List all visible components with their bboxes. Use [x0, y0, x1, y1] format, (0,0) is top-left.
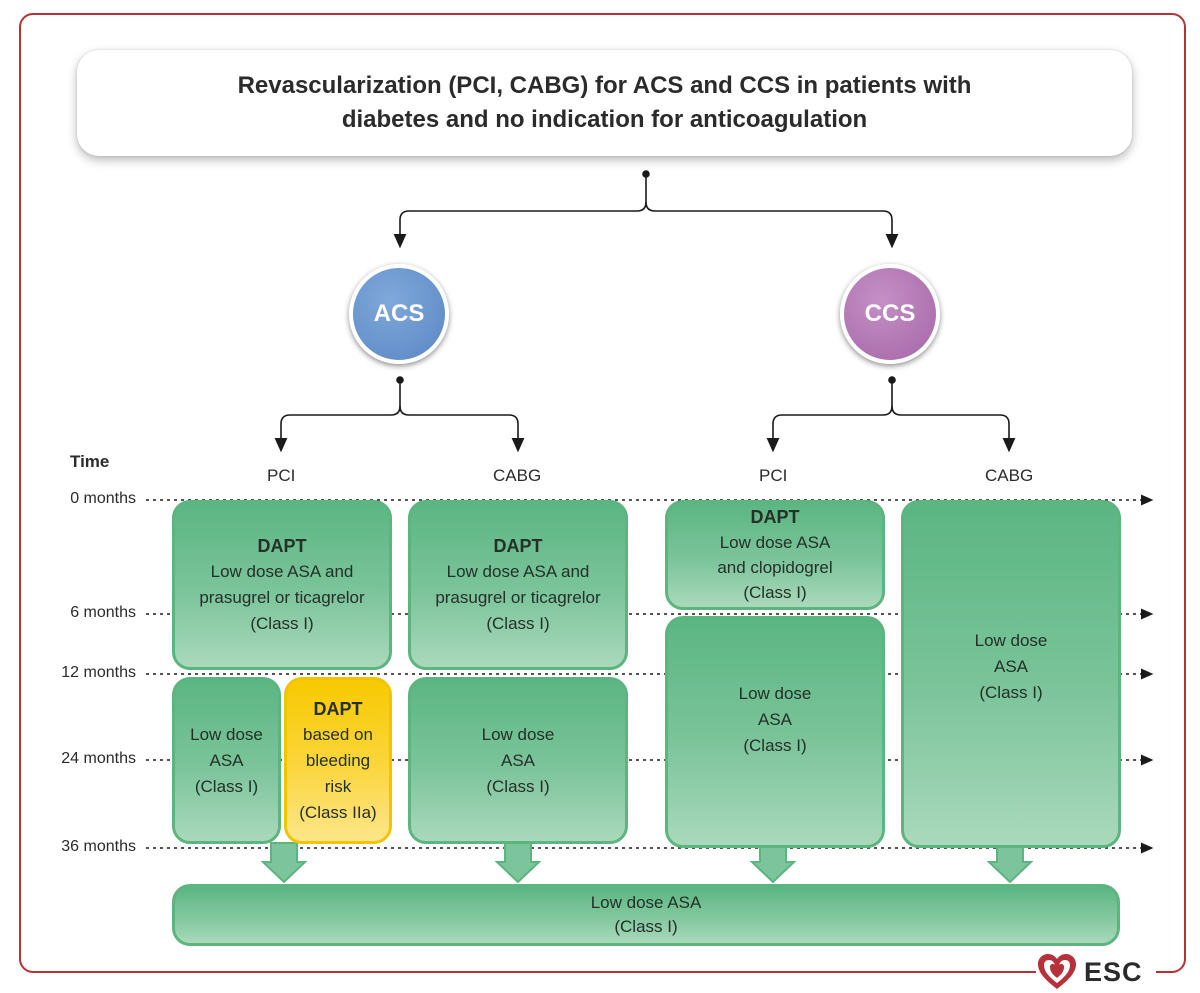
box-text: Low dose ASA and — [446, 562, 590, 581]
box-text: and clopidogrel — [717, 558, 833, 577]
ccs-cabg-asa-box: Low dose ASA (Class I) — [901, 500, 1121, 848]
box-text: prasugrel or ticagrelor — [199, 588, 365, 607]
acs-pci-dapt-bleeding-box: DAPT based on bleeding risk (Class IIa) — [284, 677, 392, 844]
box-text: ASA — [993, 657, 1029, 676]
box-class: (Class I) — [743, 583, 807, 602]
box-heading: DAPT — [750, 507, 800, 527]
ccs-pci-dapt-box: DAPT Low dose ASA and clopidogrel (Class… — [665, 500, 885, 610]
column-label-ccs-cabg: CABG — [985, 466, 1034, 485]
title-line-1: Revascularization (PCI, CABG) for ACS an… — [237, 72, 972, 99]
bar-text: Low dose ASA — [590, 893, 702, 912]
box-heading: DAPT — [493, 536, 543, 556]
box-class: (Class I) — [486, 614, 550, 633]
acs-connector — [274, 376, 525, 453]
box-heading: DAPT — [257, 536, 307, 556]
diagram-title: Revascularization (PCI, CABG) for ACS an… — [238, 69, 972, 137]
box-text: Low dose — [974, 631, 1048, 650]
title-line-2: diabetes and no indication for anticoagu… — [341, 106, 868, 133]
title-box: Revascularization (PCI, CABG) for ACS an… — [77, 50, 1132, 156]
acs-cabg-asa-box: Low dose ASA (Class I) — [408, 677, 628, 844]
column-label-ccs-pci: PCI — [759, 466, 788, 485]
column-label-acs-pci: PCI — [267, 466, 296, 485]
box-text: Low dose — [738, 684, 812, 703]
box-text: risk — [324, 776, 352, 796]
box-class: (Class I) — [743, 736, 807, 755]
box-text: ASA — [500, 750, 536, 770]
column-label-acs-cabg: CABG — [493, 466, 542, 485]
box-text: Low dose — [190, 724, 263, 744]
tick-6-months: 6 months — [70, 604, 136, 621]
box-heading: DAPT — [313, 698, 363, 719]
tick-24-months: 24 months — [61, 750, 136, 767]
acs-node: ACS — [349, 264, 449, 364]
box-class: (Class I) — [250, 614, 314, 633]
box-class: (Class IIa) — [299, 802, 377, 822]
ccs-node: CCS — [840, 264, 940, 364]
long-term-asa-bar: Low dose ASA (Class I) — [172, 884, 1120, 946]
heart-icon — [1038, 954, 1076, 989]
bar-class: (Class I) — [614, 917, 678, 936]
box-text: ASA — [209, 750, 244, 770]
ccs-connector — [766, 376, 1016, 453]
tick-0-months: 0 months — [70, 490, 136, 507]
transition-arrows — [260, 842, 1034, 884]
esc-logo-text: ESC — [1084, 956, 1143, 987]
box-text: Low dose ASA and — [210, 562, 354, 581]
time-axis-label: Time — [70, 452, 110, 471]
ccs-pci-asa-box: Low dose ASA (Class I) — [665, 616, 885, 848]
acs-pci-dapt-box: DAPT Low dose ASA and prasugrel or ticag… — [172, 500, 392, 670]
outer-frame — [19, 13, 1186, 973]
tick-12-months: 12 months — [61, 664, 136, 681]
box-class: (Class I) — [486, 776, 550, 796]
box-class: (Class I) — [979, 683, 1043, 702]
esc-logo: ESC — [1036, 952, 1156, 992]
acs-pci-asa-box: Low dose ASA (Class I) — [172, 677, 281, 844]
top-connector — [393, 170, 899, 249]
acs-cabg-dapt-box: DAPT Low dose ASA and prasugrel or ticag… — [408, 500, 628, 670]
box-text: bleeding — [305, 750, 371, 770]
box-text: ASA — [757, 710, 793, 729]
box-text: based on — [303, 724, 373, 744]
box-text: Low dose — [481, 724, 555, 744]
tick-36-months: 36 months — [61, 838, 136, 855]
box-text: prasugrel or ticagrelor — [435, 588, 601, 607]
box-class: (Class I) — [194, 776, 259, 796]
box-text: Low dose ASA — [719, 533, 831, 552]
